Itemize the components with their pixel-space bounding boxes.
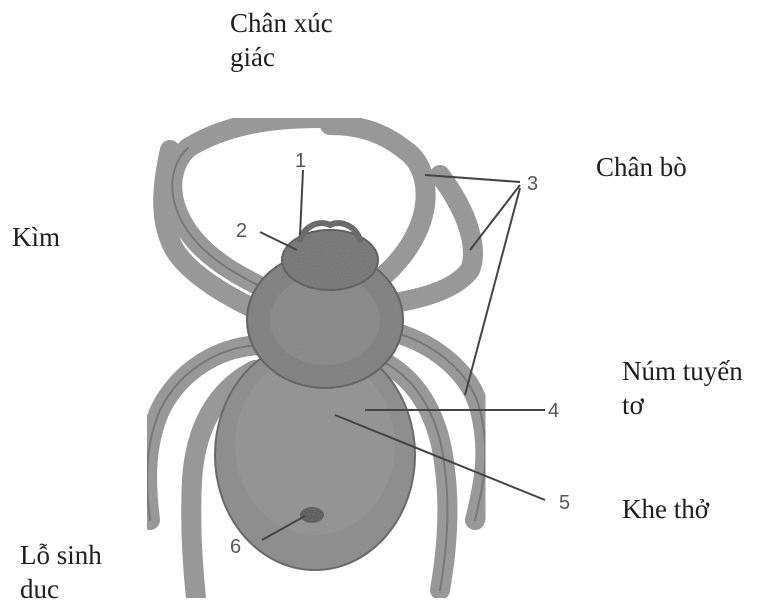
label-walking-leg: Chân bò — [596, 150, 687, 184]
leg-right-1-top — [330, 125, 405, 150]
label-spiracle: Khe thở — [622, 492, 709, 526]
number-5: 5 — [559, 492, 570, 514]
spider-body-group — [147, 118, 485, 598]
label-genital-pore: Lỗ sinh duc — [20, 538, 102, 606]
number-4: 4 — [548, 400, 559, 422]
label-spinneret: Núm tuyến tơ — [622, 354, 743, 422]
head — [282, 230, 378, 290]
leg-left-1-tip — [188, 118, 320, 148]
number-1: 1 — [295, 150, 306, 172]
number-2: 2 — [236, 220, 247, 242]
label-chelicera: Kìm — [12, 220, 60, 254]
genital-pore-mark — [300, 507, 324, 523]
label-pedipalp: Chân xúc giác — [230, 6, 333, 74]
number-6: 6 — [230, 536, 241, 558]
number-3: 3 — [527, 173, 538, 195]
leader-1 — [300, 170, 303, 235]
